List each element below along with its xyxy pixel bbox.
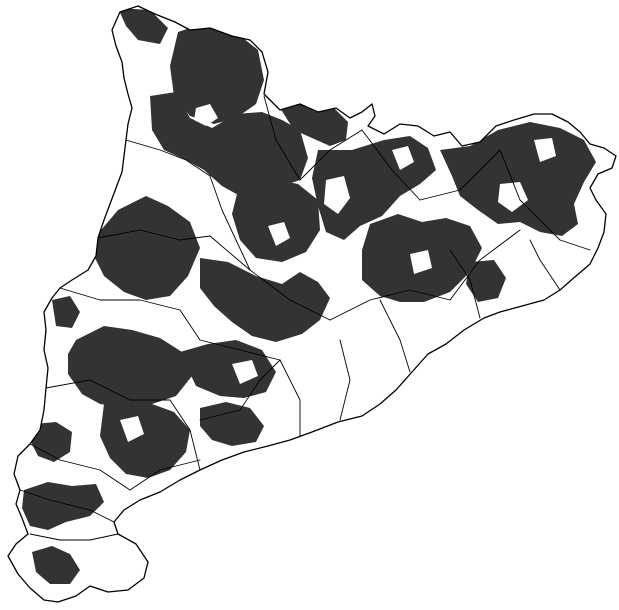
unshaded-area-10 — [534, 138, 556, 162]
unshaded-area-9 — [120, 416, 144, 442]
comarca-border-10 — [329, 289, 451, 321]
comarca-border-11 — [449, 229, 521, 301]
comarca-border-21 — [29, 533, 119, 541]
comarca-border-4 — [299, 129, 363, 181]
shaded-area-10 — [200, 258, 330, 342]
unshaded-area-11 — [410, 250, 432, 274]
comarca-border-2 — [209, 175, 251, 271]
comarca-border-9 — [209, 235, 331, 321]
shaded-area-3 — [150, 92, 308, 196]
shaded-area-18 — [280, 104, 348, 146]
unshaded-area-4 — [392, 146, 414, 170]
comarca-border-24 — [449, 249, 481, 319]
comarca-border-5 — [361, 129, 421, 201]
comarca-border-18 — [169, 399, 201, 471]
comarca-border-3 — [263, 95, 301, 181]
comarca-border-19 — [29, 443, 131, 491]
shaded-area-15 — [30, 422, 72, 462]
unshaded-area-6 — [268, 222, 290, 246]
shaded-area-16 — [22, 482, 104, 530]
unshaded-area-1 — [194, 104, 218, 126]
shaded-area-13 — [100, 398, 190, 478]
shaded-area-14 — [200, 402, 264, 446]
comarca-border-14 — [279, 359, 301, 437]
region-outline — [7, 5, 617, 603]
comarca-border-23 — [199, 359, 281, 421]
comarca-border-12 — [59, 287, 181, 311]
shaded-area-19 — [52, 296, 80, 328]
comarca-border-20 — [19, 489, 115, 523]
comarca-border-17 — [45, 379, 171, 401]
shaded-area-17 — [32, 546, 80, 584]
shaded-area-7 — [440, 122, 596, 236]
unshaded-area-2 — [168, 164, 196, 196]
comarca-border-16 — [379, 299, 411, 373]
comarca-border-8 — [97, 229, 211, 241]
unshaded-area-3 — [324, 176, 350, 214]
shaded-area-12 — [180, 340, 276, 398]
shaded-areas — [22, 8, 596, 584]
comarca-border-7 — [499, 149, 591, 251]
unshaded-area-7 — [140, 308, 166, 334]
comarca-border-6 — [419, 149, 501, 201]
unshaded-area-5 — [498, 182, 528, 212]
shaded-area-5 — [232, 178, 320, 262]
comarca-border-25 — [529, 239, 561, 291]
shaded-area-11 — [68, 326, 192, 408]
shaded-area-1 — [118, 8, 168, 44]
comarca-border-22 — [129, 459, 201, 491]
unshaded-area-8 — [232, 360, 258, 384]
comarca-borders — [19, 95, 591, 541]
shaded-area-4 — [94, 196, 200, 300]
comarca-border-1 — [125, 139, 211, 177]
shaded-area-2 — [170, 22, 264, 124]
comarca-border-15 — [339, 339, 351, 421]
shaded-area-9 — [466, 260, 506, 302]
comarca-border-13 — [179, 309, 281, 361]
